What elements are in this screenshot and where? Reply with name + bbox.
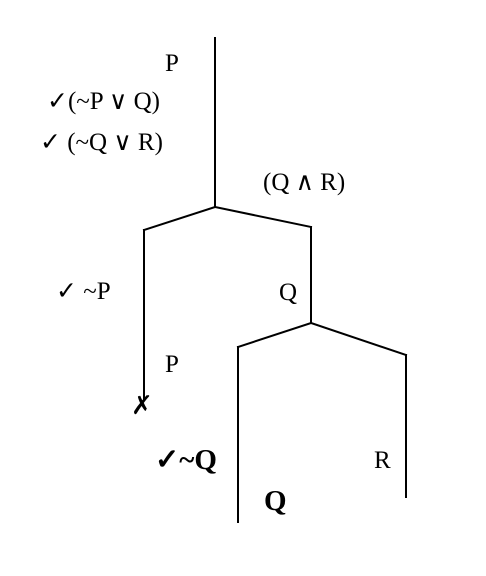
right-branch-q: Q [279, 279, 298, 306]
trunk-premise-not-q-or-r: ✓ (~Q ∨ R) [40, 129, 163, 156]
split-right-line [213, 205, 313, 229]
trunk-premise-not-p-or-q: ✓(~P ∨ Q) [47, 88, 160, 115]
left-branch-not-p: ✓ ~P [56, 278, 111, 305]
trunk-premise-p: P [165, 50, 179, 77]
sub-right-branch-r: R [374, 447, 391, 474]
left-branch-p: P [165, 351, 179, 378]
closed-branch-x-icon: ✗ [131, 391, 153, 421]
sub-left-branch-q: Q [264, 485, 287, 517]
sub-split-left-line [236, 321, 313, 349]
trunk-premise-q-and-r: (Q ∧ R) [263, 169, 346, 196]
sub-left-branch-not-q: ✓~Q [155, 444, 217, 476]
sub-split-right-line [309, 321, 408, 357]
split-left-line [142, 205, 217, 232]
